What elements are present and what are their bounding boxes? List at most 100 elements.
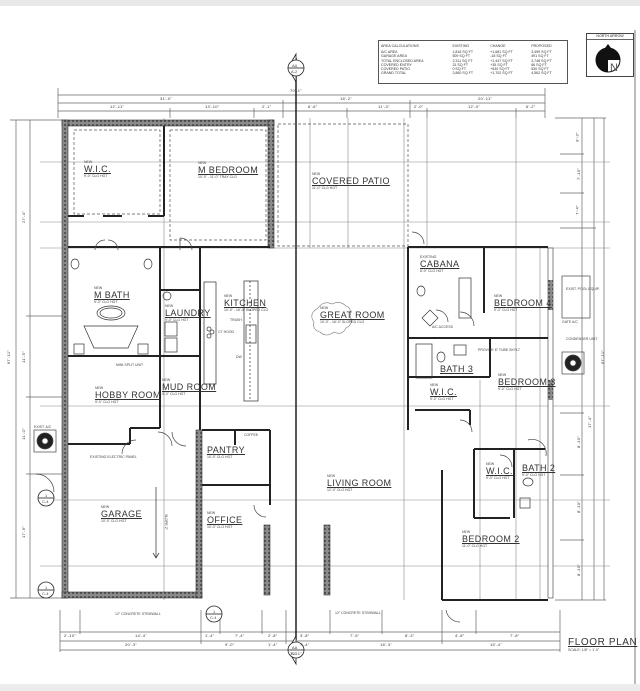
viewer-bottom-bar — [0, 684, 640, 691]
dim-left-overall: 67'-11" — [6, 349, 12, 365]
room-name: GREAT ROOM — [320, 309, 385, 320]
room-laundry: NEW LAUNDRY 9'-0" CLG HGT — [165, 304, 211, 322]
detail-marker-sheet: C-4 — [42, 499, 49, 504]
cell: GRAND TOTAL — [381, 71, 407, 76]
note-condenser: CONDENSER UNIT — [566, 337, 598, 341]
room-kitchen: NEW KITCHEN 10'-0" - 16'-0" SLOPED CLG — [224, 294, 268, 312]
room-status: NEW — [224, 294, 233, 298]
room-status: NEW — [198, 161, 207, 165]
room-status: NEW — [312, 172, 321, 176]
room-wic-2: NEW W.I.C. 9'-0" CLG HGT — [486, 462, 513, 480]
cell: 66 SQ FT — [531, 62, 547, 67]
cell: TOTAL ENCLOSED AREA — [381, 58, 424, 63]
room-master-bedroom: NEW M BEDROOM 10'-0" - 11'-0" TRAY CLG — [198, 161, 258, 179]
room-status: EXISTING — [420, 255, 437, 259]
note-stemwall-right: 12" CONCRETE STEMWALL — [335, 611, 381, 615]
dim-top-detail: 2'-1" — [262, 104, 272, 109]
cell: 3,499 SQ FT — [531, 50, 552, 55]
room-ceiling: 9'-0" CLG HGT — [522, 473, 546, 477]
room-name: W.I.C. — [84, 163, 111, 174]
dim-top-seg: 18'-2" — [340, 96, 352, 101]
room-status: NEW — [207, 511, 216, 515]
room-name: OFFICE — [207, 514, 243, 525]
interior-walls — [68, 126, 548, 601]
dim-bottom-detail: 4'-8" — [455, 633, 465, 638]
detail-marker-sheet: C-4 — [42, 591, 49, 596]
dim-right-seg: 7'-4" — [574, 205, 580, 215]
dim-bottom-detail: 1'-4" — [205, 633, 215, 638]
kitchen-counters — [203, 280, 259, 402]
room-name: W.I.C. — [486, 465, 513, 476]
dim-top-detail: 2'-0" — [414, 104, 424, 109]
cell: 1,818 SQ FT — [452, 50, 474, 55]
cell: 2,311 SQ FT — [452, 58, 473, 63]
dim-right-seg: 8'-10" — [576, 564, 581, 576]
equipment — [33, 275, 591, 453]
header-proposed: PROPOSED — [531, 44, 552, 48]
room-name: CABANA — [420, 258, 460, 269]
detail-marker-id: 1 — [45, 493, 48, 498]
left-dimension-lines — [10, 119, 62, 599]
note-existing-ac: EXIST. A/C — [34, 425, 52, 429]
dim-right-overall: 67'-11" — [600, 349, 606, 365]
room-name: KITCHEN — [224, 297, 267, 308]
header-existing: EXISTING — [452, 44, 470, 48]
viewer-top-bar — [0, 0, 640, 6]
note-ac-access: A/C ACCESS — [432, 325, 454, 329]
note-hood: CT HOOD — [218, 330, 235, 334]
sheet-title: FLOOR PLAN — [568, 637, 638, 648]
north-arrow-caption: NORTH ARROW — [587, 34, 633, 40]
right-dimension-lines — [555, 117, 606, 601]
room-garage: NEW GARAGE 10'-0" CLG HGT — [101, 505, 142, 523]
room-master-bath: NEW M BATH 9'-0" CLG HGT — [94, 286, 130, 304]
room-name: MUD ROOM — [162, 381, 217, 392]
detail-marker-id: 1 — [213, 609, 216, 614]
dim-right-seg: 7'-10" — [576, 168, 581, 180]
cell: COVERED ENTRY — [381, 62, 412, 67]
dim-bottom-detail: 8'-3" — [405, 633, 415, 638]
cell: +1,702 SQ FT — [490, 71, 513, 76]
room-status: NEW — [162, 378, 171, 382]
room-status: NEW — [430, 383, 439, 387]
section-marker-bottom-id: AA — [292, 645, 298, 650]
room-ceiling: 10'-0" - 16'-0" SLOPED CLG — [320, 319, 365, 324]
north-arrow-box: NORTH ARROW N — [586, 33, 634, 77]
section-marker-bottom-sheet: A-2 — [291, 651, 298, 656]
cell: A/C AREA — [381, 50, 398, 55]
room-ceiling: 11'-0" CLG HGT — [462, 543, 488, 548]
dim-top-detail: 13'-10" — [205, 104, 220, 109]
room-name: COVERED PATIO — [312, 175, 390, 186]
cell: 0 SQ FT — [452, 67, 467, 72]
dim-top-seg: 20'-11" — [478, 96, 493, 101]
room-status: NEW — [94, 286, 103, 290]
cell: 2,860 SQ FT — [452, 71, 474, 76]
room-bedroom-4: NEW BEDROOM 4 9'-0" CLG HGT — [494, 294, 552, 312]
room-ceiling: 9'-0" CLG HGT — [486, 475, 510, 480]
dim-bottom-detail: 3'-8" — [300, 633, 310, 638]
room-bath-3: BATH 3 — [440, 365, 473, 374]
dim-left-seg: 17'-9" — [21, 526, 26, 538]
section-marker-bottom — [287, 634, 305, 666]
cell: 530 SQ FT — [531, 67, 549, 72]
room-ceiling: 9'-0" CLG HGT — [95, 399, 119, 404]
dim-left-seg: 27'-4" — [21, 211, 26, 223]
room-status: NEW — [84, 160, 93, 164]
room-status: NEW — [494, 294, 503, 298]
room-bedroom-3: NEW BEDROOM 3 9'-0" CLG HGT — [498, 373, 556, 391]
room-name: BEDROOM 3 — [498, 376, 556, 387]
dim-bottom-detail: 14'-4" — [135, 633, 147, 638]
area-calculations-table: AREA CALCULATIONS EXISTING CHANGE PROPOS… — [378, 40, 568, 84]
detail-marker-id: 1 — [45, 585, 48, 590]
dim-bottom-seg: 1'-4" — [268, 642, 278, 647]
cell: 3,748 SQ FT — [531, 58, 552, 63]
dim-bottom-seg: 9'-0" — [225, 642, 235, 647]
room-status: NEW — [498, 373, 507, 377]
dim-right-seg: 8'-10" — [576, 436, 581, 448]
room-status: NEW — [95, 386, 104, 390]
garage-slope-arrow — [152, 487, 160, 559]
